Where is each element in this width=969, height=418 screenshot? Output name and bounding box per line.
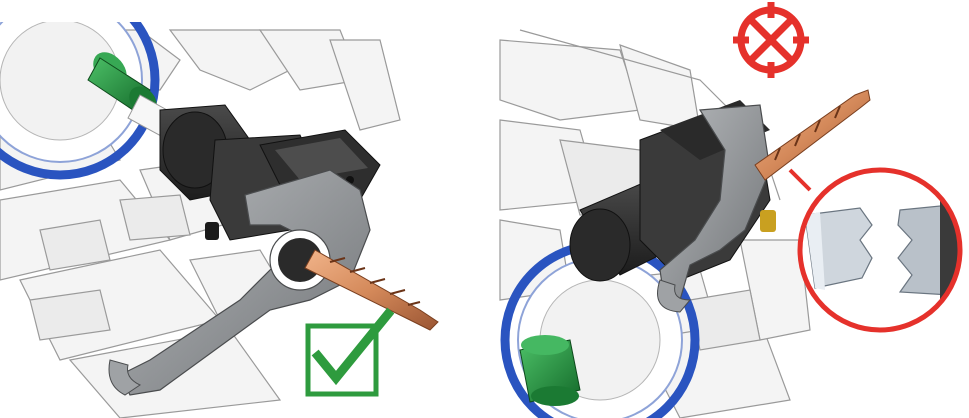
left-panel-correct-illustration (0, 22, 439, 418)
drill-bit-incorrect (754, 89, 871, 181)
red-prohibited-icon (733, 2, 809, 78)
green-knob-right (519, 335, 581, 406)
right-panel-incorrect-illustration (499, 29, 871, 418)
drill-bit-correct (304, 249, 439, 331)
wrench-correct (108, 169, 371, 396)
green-checkmark-icon (305, 307, 395, 397)
magnified-detail-callout (788, 167, 963, 333)
